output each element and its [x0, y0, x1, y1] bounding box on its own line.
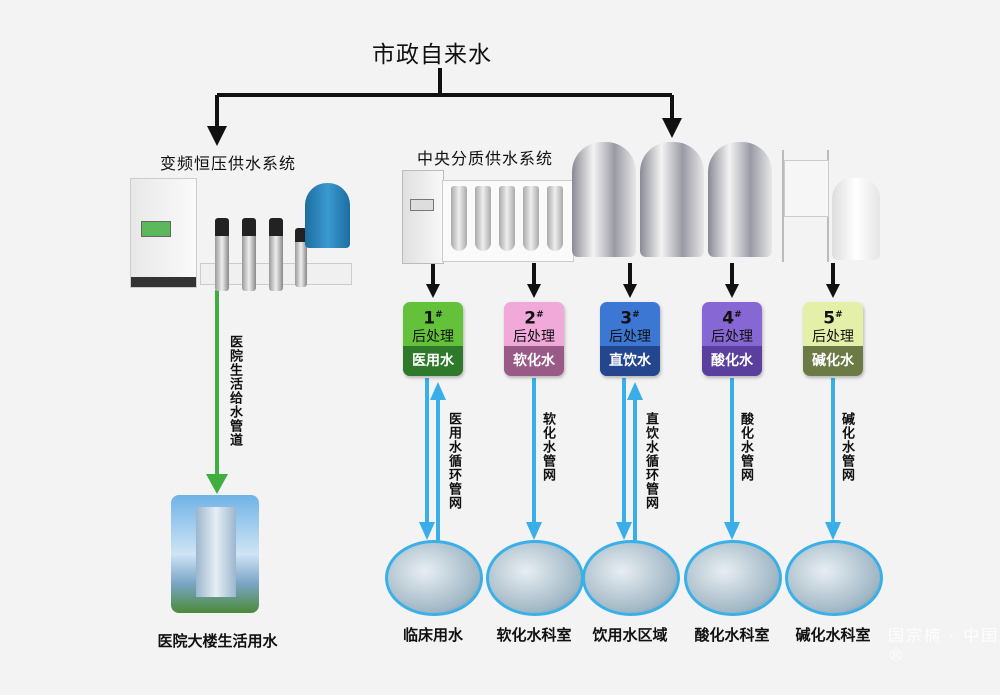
hospital-building-image [171, 495, 259, 613]
treatment-water-type: 软化水 [504, 346, 564, 376]
pipe-network-label-3: 直饮水循环管网 [643, 412, 658, 510]
equipment-outlet-arrowhead-2 [527, 284, 541, 298]
destination-label-2: 软化水科室 [496, 626, 572, 644]
equipment-outlet-arrowhead-3 [623, 284, 637, 298]
central-water-system [400, 140, 890, 265]
storage-tank-1 [572, 142, 636, 257]
watermark: 国宗楠 · 中国 ® [888, 626, 1000, 665]
supply-pipe-arrowhead-5 [825, 522, 841, 540]
pump-3 [269, 218, 283, 291]
pressure-tank [305, 183, 350, 248]
variable-frequency-pump-system [125, 178, 355, 291]
supply-pipe-arrowhead-3 [616, 522, 632, 540]
treatment-process: 后处理 [609, 328, 651, 345]
treatment-water-type: 直饮水 [600, 346, 660, 376]
pipe-network-label-1: 医用水循环管网 [446, 412, 461, 510]
pipe-network-label-2: 软化水管网 [540, 412, 555, 482]
equipment-outlet-arrowhead-1 [426, 284, 440, 298]
destination-label-5: 碱化水科室 [795, 626, 871, 644]
return-pipe-arrowhead-1 [430, 382, 446, 400]
treatment-box-5: 5# 后处理 碱化水 [803, 302, 863, 376]
left-system-label: 变频恒压供水系统 [160, 154, 297, 173]
destination-photo-2 [486, 540, 584, 616]
treatment-box-3: 3# 后处理 直饮水 [600, 302, 660, 376]
storage-tank-3 [708, 142, 772, 257]
dosing-tank [832, 178, 880, 260]
treatment-box-1: 1# 后处理 医用水 [403, 302, 463, 376]
destination-photo-4 [684, 540, 782, 616]
treatment-number: 4# [722, 308, 742, 329]
treatment-box-2: 2# 后处理 软化水 [504, 302, 564, 376]
hospital-destination-label: 医院大楼生活用水 [157, 632, 278, 650]
supply-pipe-arrowhead-4 [724, 522, 740, 540]
control-cabinet [130, 178, 197, 288]
page-title: 市政自来水 [372, 42, 492, 68]
treatment-number: 3# [620, 308, 640, 329]
equipment-outlet-arrowhead-4 [725, 284, 739, 298]
equipment-outlet-arrowhead-5 [826, 284, 840, 298]
branch-right-arrowhead [662, 118, 682, 138]
central-system-label: 中央分质供水系统 [417, 149, 554, 168]
hospital-pipe-label: 医院生活给水管道 [227, 335, 242, 447]
pump-1 [215, 218, 229, 291]
pump-4 [295, 228, 307, 287]
dosing-control-panel [782, 150, 829, 262]
central-control-cabinet [402, 170, 444, 264]
destination-photo-5 [785, 540, 883, 616]
supply-pipe-arrowhead-1 [419, 522, 435, 540]
pipe-network-label-4: 酸化水管网 [738, 412, 753, 482]
return-pipe-arrowhead-3 [627, 382, 643, 400]
treatment-number: 1# [423, 308, 443, 329]
destination-label-1: 临床用水 [402, 626, 463, 644]
treatment-water-type: 碱化水 [803, 346, 863, 376]
treatment-process: 后处理 [412, 328, 454, 345]
treatment-process: 后处理 [513, 328, 555, 345]
hospital-pipe-arrowhead [206, 474, 228, 494]
treatment-number: 2# [524, 308, 544, 329]
destination-photo-1 [385, 540, 483, 616]
treatment-process: 后处理 [711, 328, 753, 345]
storage-tank-2 [640, 142, 704, 257]
destination-photo-3 [582, 540, 680, 616]
control-screen [141, 221, 171, 237]
supply-pipe-arrowhead-2 [526, 522, 542, 540]
pump-2 [242, 218, 256, 291]
branch-left-arrowhead [207, 126, 227, 146]
treatment-process: 后处理 [812, 328, 854, 345]
treatment-number: 5# [823, 308, 843, 329]
destination-label-3: 饮用水区域 [592, 626, 668, 644]
treatment-water-type: 医用水 [403, 346, 463, 376]
destination-label-4: 酸化水科室 [694, 626, 770, 644]
treatment-water-type: 酸化水 [702, 346, 762, 376]
treatment-box-4: 4# 后处理 酸化水 [702, 302, 762, 376]
membrane-rack [442, 180, 574, 262]
pipe-network-label-5: 碱化水管网 [839, 412, 854, 482]
